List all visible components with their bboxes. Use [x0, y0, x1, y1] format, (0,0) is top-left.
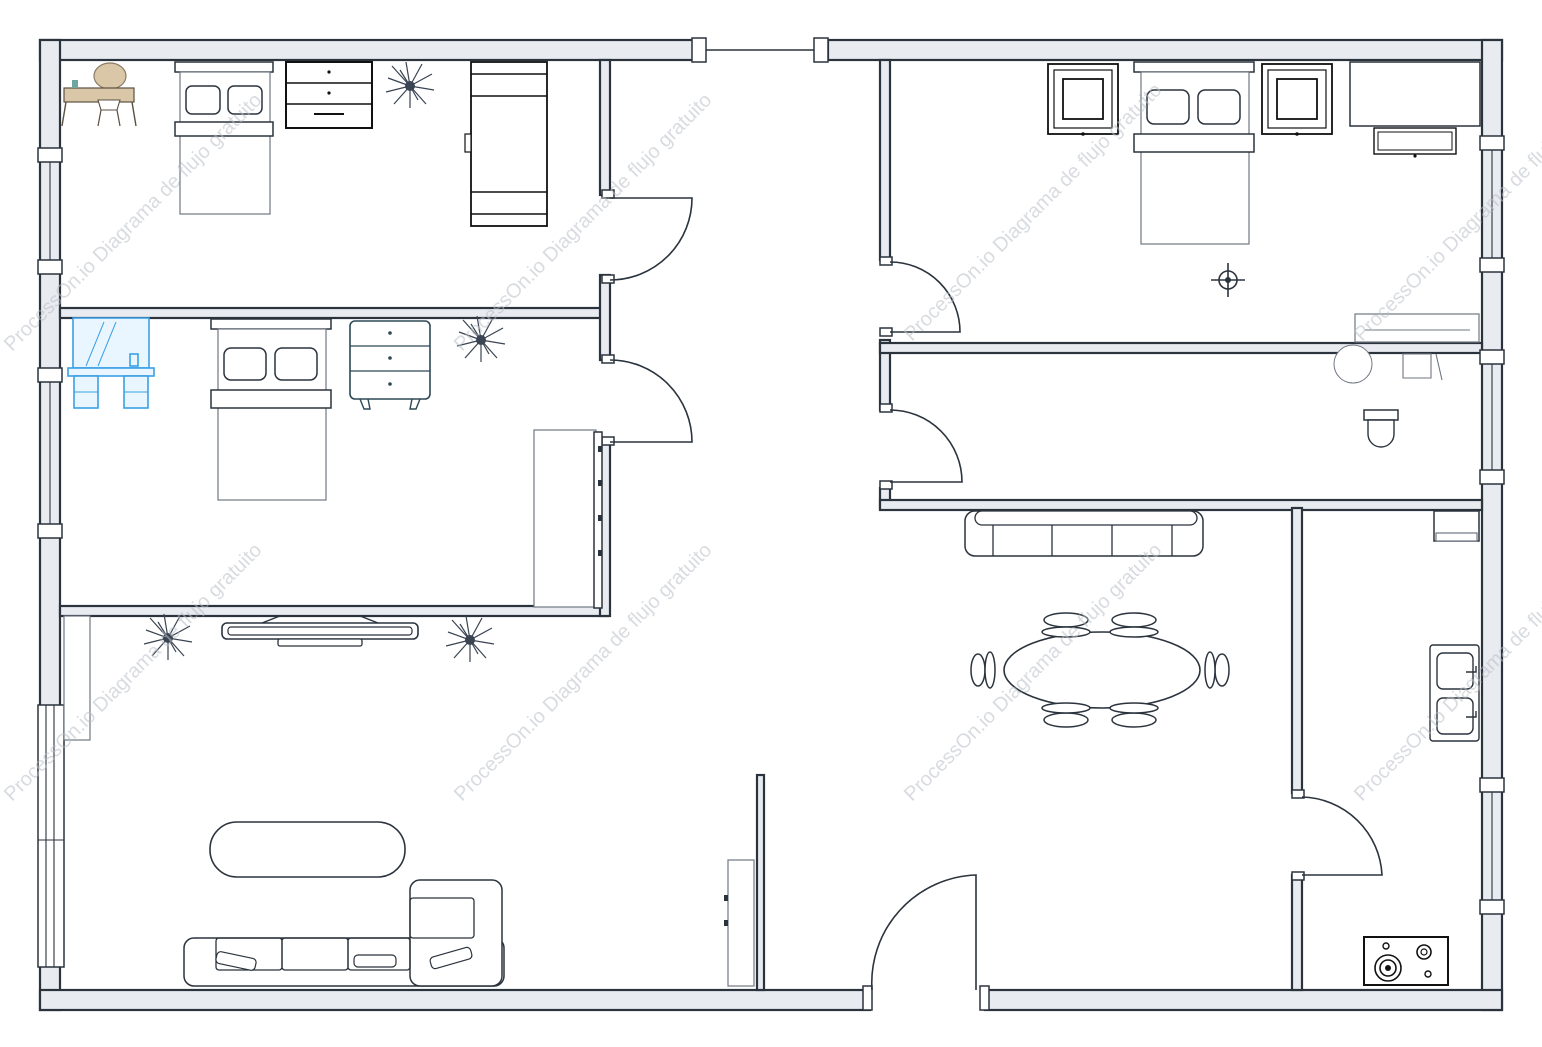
wardrobe-icon [724, 859, 755, 987]
bed-icon [174, 61, 274, 215]
dining-area [964, 510, 1230, 728]
rug-icon [209, 821, 406, 878]
nightstand-icon [1047, 63, 1119, 136]
plant-icon [445, 615, 495, 662]
outer-walls [38, 38, 1504, 1012]
wardrobe-icon [533, 429, 603, 609]
nightstand-icon [1261, 63, 1333, 136]
chair-icon [1402, 353, 1443, 381]
desk-icon [1433, 510, 1480, 542]
bed-icon [1133, 61, 1255, 245]
dining-table-icon [1003, 631, 1201, 709]
chair-icon [970, 612, 1230, 728]
sink-icon [1429, 644, 1480, 742]
kitchen [1363, 510, 1480, 986]
nightstand-icon [349, 320, 431, 410]
desk-icon [1354, 313, 1480, 343]
vanity-icon [61, 62, 137, 127]
tv-icon [221, 615, 419, 647]
window-icon [37, 37, 1505, 968]
dresser-icon [285, 61, 373, 129]
bedroom-1 [61, 61, 548, 227]
plant-icon [143, 613, 193, 660]
bed-icon [210, 318, 332, 501]
sofa-icon [183, 879, 505, 987]
wardrobe-icon [464, 61, 548, 227]
stove-icon [1363, 936, 1449, 986]
vanity-icon [67, 317, 155, 409]
plant-icon [385, 61, 435, 108]
master-bedroom [1047, 61, 1481, 343]
living-room [63, 613, 755, 987]
plant-icon [456, 315, 506, 362]
sofa-icon [964, 510, 1204, 557]
door-icon [601, 189, 1383, 1011]
desk-icon [1349, 61, 1481, 158]
bathroom [1333, 344, 1443, 448]
bedroom-2 [67, 315, 603, 609]
ceiling-fan-icon [1211, 263, 1245, 297]
toilet-icon [1363, 409, 1399, 448]
